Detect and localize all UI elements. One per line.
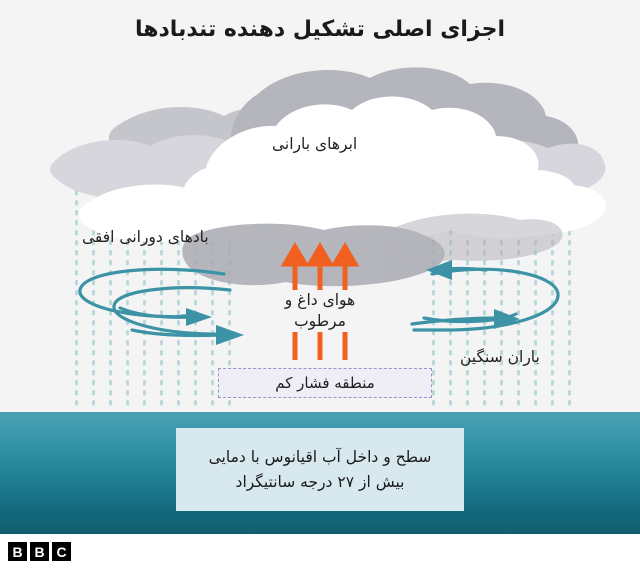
label-hot-humid-air: هوای داغ و مرطوب <box>284 291 356 330</box>
footer-bar <box>0 534 640 570</box>
updraft-arrows-icon <box>280 242 360 360</box>
ocean-caption-box: سطح و داخل آب اقیانوس با دمایی بیش از ۲۷… <box>176 428 464 511</box>
left-wind-spiral-icon <box>78 267 232 336</box>
bbc-logo-block-c: C <box>52 542 71 561</box>
wind-and-updraft-layer <box>78 242 560 360</box>
page-title: اجزای اصلی تشکیل دهنده تندبادها <box>135 16 506 42</box>
label-heavy-rain: باران سنگین <box>460 348 540 366</box>
ocean-caption-line-1: سطح و داخل آب اقیانوس با دمایی <box>208 448 432 467</box>
low-pressure-zone-label: منطقه فشار کم <box>275 374 375 392</box>
cloud-layer <box>50 67 606 287</box>
ocean-caption-line-2: بیش از ۲۷ درجه سانتیگراد <box>235 472 405 491</box>
bbc-logo-block-b1: B <box>8 542 27 561</box>
illustration-scene: ابرهای بارانی بادهای دورانی افقی هوای دا… <box>0 58 640 534</box>
label-rain-clouds: ابرهای بارانی <box>272 135 358 153</box>
left-wind-arrowheads <box>186 308 244 345</box>
bbc-logo: B B C <box>8 542 71 561</box>
low-pressure-zone-box: منطقه فشار کم <box>218 368 432 398</box>
bbc-logo-block-b2: B <box>30 542 49 561</box>
label-horizontal-rotating-winds: بادهای دورانی افقی <box>82 228 209 246</box>
